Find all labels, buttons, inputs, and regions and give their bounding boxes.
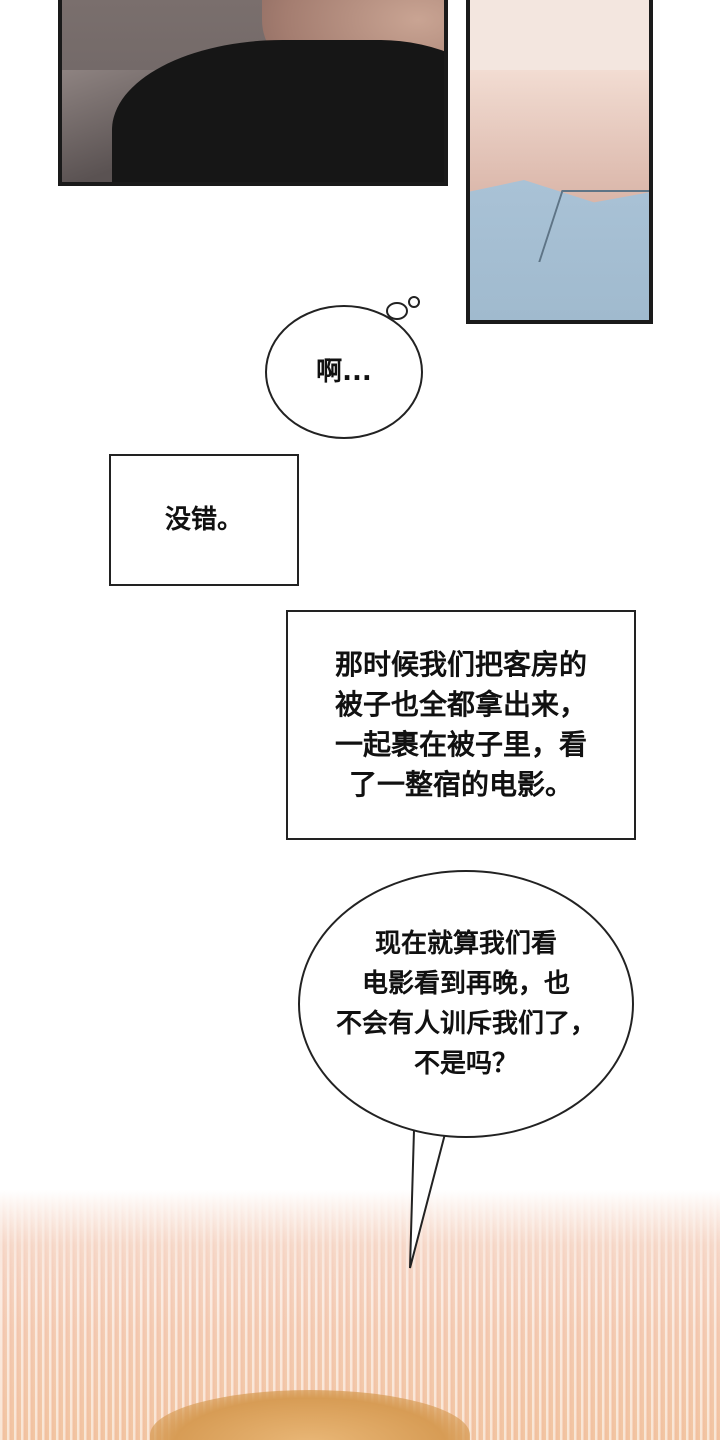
narration-box: 没错。 — [109, 454, 299, 586]
speech-bubble: 现在就算我们看 电影看到再晚，也 不会有人训斥我们了， 不是吗？ — [298, 870, 634, 1138]
narration-box-text: 没错。 — [164, 505, 243, 535]
narration-box-text: 那时候我们把客房的 被子也全都拿出来， 一起裹在被子里，看 了一整宿的电影。 — [334, 648, 587, 801]
speech-bubble-text: 现在就算我们看 电影看到再晚，也 不会有人训斥我们了， 不是吗？ — [335, 929, 596, 1079]
panel-black-shirt — [112, 40, 444, 182]
comic-panel-dark-shirt — [58, 0, 448, 186]
thought-bubble-text: 啊... — [316, 357, 372, 387]
thought-bubble-dot — [386, 302, 408, 320]
thought-bubble: 啊... — [265, 305, 423, 439]
panel-blue-shirt — [470, 180, 649, 320]
narration-box: 那时候我们把客房的 被子也全都拿出来， 一起裹在被子里，看 了一整宿的电影。 — [286, 610, 636, 840]
speech-bubble-tail — [409, 1128, 447, 1269]
comic-panel-blue-shirt — [466, 0, 653, 324]
thought-bubble-dot — [408, 296, 420, 308]
comic-panel-warm-background — [0, 1190, 720, 1440]
